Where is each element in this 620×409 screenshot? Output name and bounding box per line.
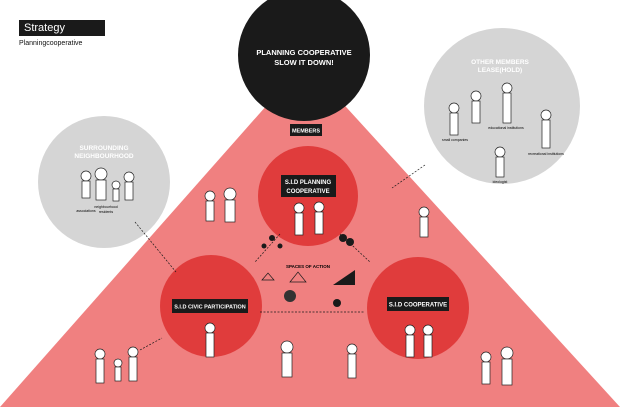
- recreational-institutions-label: recreational institutions: [528, 152, 564, 156]
- person-figure: [124, 172, 134, 200]
- person-figure: [347, 344, 357, 378]
- associations-label: associations: [76, 209, 96, 213]
- neighbourhood-line2: NEIGHBOURHOOD: [74, 153, 134, 160]
- theatre-mask-icon-2: [346, 238, 354, 246]
- person-figure: [205, 323, 215, 357]
- gathering-icon: [284, 290, 296, 302]
- ideologist-label: ideologist: [493, 180, 508, 184]
- cooperative-label: S.I.D COOPERATIVE: [389, 303, 447, 309]
- spaces-of-action-label: SPACES OF ACTION: [286, 264, 330, 269]
- person-figure: [471, 91, 481, 123]
- person-figure: [95, 349, 105, 383]
- educational-institutions-label: educational institutions: [488, 126, 524, 130]
- person-figure: [314, 202, 324, 234]
- person-figure: [205, 191, 215, 221]
- person-figure: [112, 181, 120, 201]
- person-figure: [294, 203, 304, 235]
- person-figure: [114, 359, 122, 381]
- other-members-line2: LEASE(HOLD): [478, 67, 522, 74]
- network-node-icon: [269, 235, 275, 241]
- civic-participation-label: S.I.D CIVIC PARTICIPATION: [174, 305, 246, 311]
- person-figure: [405, 325, 415, 357]
- network-node-icon-2: [262, 244, 267, 249]
- person-figure: [224, 188, 236, 222]
- person-figure: [423, 325, 433, 357]
- person-figure: [95, 168, 107, 200]
- person-figure: [128, 347, 138, 381]
- neighbourhood-label: neighbourhood: [94, 205, 117, 209]
- person-figure: [495, 147, 505, 177]
- network-node-icon-3: [278, 244, 283, 249]
- planning-cooperative-line2: COOPERATIVE: [286, 189, 329, 195]
- other-members-line1: OTHER MEMBERS: [471, 59, 529, 66]
- person-figure: [541, 110, 551, 148]
- person-figure: [481, 352, 491, 384]
- small-companies-label: small companies: [442, 138, 468, 142]
- members-tag-label: MEMBERS: [292, 129, 320, 135]
- person-figure: [281, 341, 293, 377]
- person-figure: [502, 83, 512, 123]
- community-icon: [333, 299, 341, 307]
- person-figure: [81, 171, 91, 198]
- neighbourhood-line1: SURROUNDING: [79, 145, 128, 152]
- person-figure: [449, 103, 459, 135]
- person-figure: [419, 207, 429, 237]
- person-figure: [501, 347, 513, 385]
- residents-label: residents: [99, 210, 113, 214]
- planning-cooperative-line1: S.I.D PLANNING: [285, 180, 332, 186]
- theatre-mask-icon: [339, 234, 347, 242]
- top-circle-line2: SLOW IT DOWN!: [274, 58, 334, 67]
- top-circle-line1: PLANNING COOPERATIVE: [256, 48, 351, 57]
